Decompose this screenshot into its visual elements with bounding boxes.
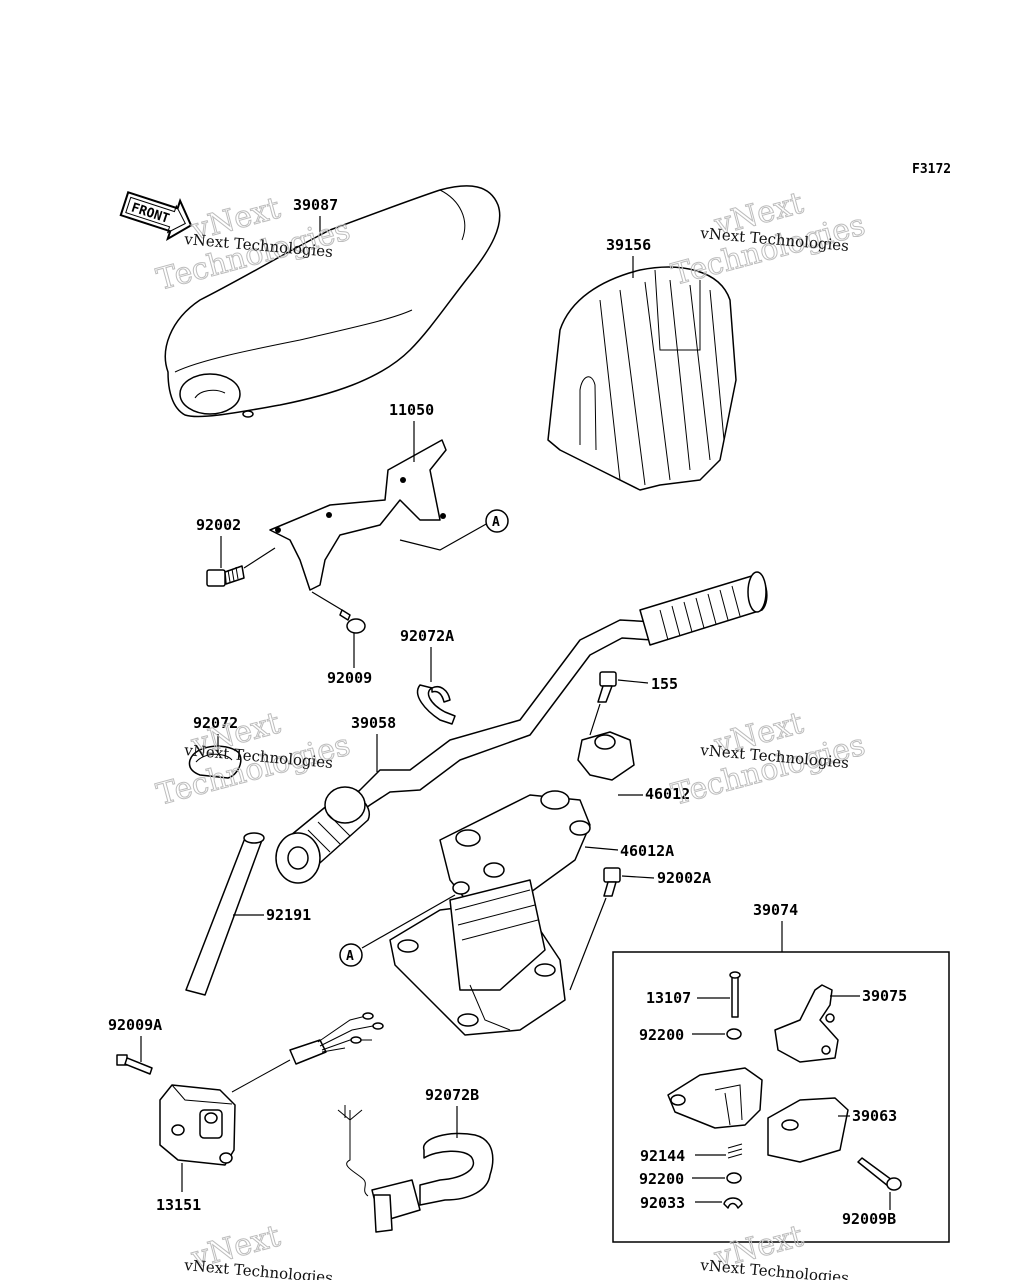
switch-13151: [159, 1012, 384, 1166]
bolt-92002A: [603, 867, 621, 897]
label-155: 155: [651, 675, 678, 693]
callout-a-top: [485, 509, 509, 533]
label-92009B: 92009B: [842, 1210, 896, 1228]
label-92009: 92009: [327, 669, 372, 687]
label-92002: 92002: [196, 516, 241, 534]
spring-92144: [727, 1143, 743, 1159]
washer-92200-top: [726, 1028, 742, 1040]
callout-a-lower-label: A: [346, 949, 354, 964]
label-39063: 39063: [852, 1107, 897, 1125]
label-92200-bottom: 92200: [639, 1170, 684, 1188]
clip-92033: [723, 1197, 743, 1209]
watermark-bottom-right: vNext vNext Technologies: [699, 1218, 850, 1280]
svg-text:vNext Technologies: vNext Technologies: [183, 1256, 334, 1280]
callout-a-top-label: A: [492, 515, 500, 530]
label-13107: 13107: [646, 989, 691, 1007]
band-92072: [188, 745, 242, 779]
clamp-46012: [577, 731, 635, 781]
clamp-46012A: [439, 790, 591, 906]
label-92072A: 92072A: [400, 627, 454, 645]
label-11050: 11050: [389, 401, 434, 419]
label-39075: 39075: [862, 987, 907, 1005]
callout-a-lower: [339, 943, 363, 967]
label-92009A: 92009A: [108, 1016, 162, 1034]
handlebar-pad-39087: [164, 185, 501, 418]
label-39058: 39058: [351, 714, 396, 732]
bolt-155: [597, 671, 617, 703]
tube-92191: [185, 832, 265, 996]
watermark-mid-right: vNext Technologies vNext Technologies: [668, 705, 870, 813]
washer-92200-bottom: [726, 1172, 742, 1184]
screw-92009B: [857, 1157, 902, 1191]
handlebar-39058: [275, 571, 768, 884]
steering-column-base: [389, 879, 566, 1036]
cover-39063: [767, 1097, 849, 1163]
watermark-bottom-left: vNext vNext Technologies: [183, 1218, 334, 1280]
watermark-top-right: vNext Technologies vNext Technologies: [668, 185, 870, 293]
pin-13107: [729, 971, 741, 1018]
bolt-92002: [206, 565, 245, 587]
screw-92009A: [116, 1054, 153, 1075]
band-92072A: [416, 684, 456, 725]
label-92144: 92144: [640, 1147, 685, 1165]
label-92072B: 92072B: [425, 1086, 479, 1104]
boot-cover-39156: [547, 266, 737, 491]
label-92191: 92191: [266, 906, 311, 924]
diagram-code: F3172: [912, 162, 951, 177]
label-39087: 39087: [293, 196, 338, 214]
screw-92009: [339, 609, 366, 634]
watermark-mid-left: vNext Technologies vNext Technologies: [153, 705, 355, 813]
assembly-box-39074: [612, 951, 950, 1243]
front-arrow-icon: FRONT: [119, 191, 193, 241]
label-39074: 39074: [753, 901, 798, 919]
lever-39075: [774, 984, 839, 1063]
label-39156: 39156: [606, 236, 651, 254]
label-92072: 92072: [193, 714, 238, 732]
label-92002A: 92002A: [657, 869, 711, 887]
label-46012: 46012: [645, 785, 690, 803]
band-92072B: [337, 1105, 494, 1233]
throttle-lever-body: [667, 1067, 763, 1129]
bracket-11050: [269, 439, 447, 591]
label-92200-top: 92200: [639, 1026, 684, 1044]
label-92033: 92033: [640, 1194, 685, 1212]
label-13151: 13151: [156, 1196, 201, 1214]
label-46012A: 46012A: [620, 842, 674, 860]
